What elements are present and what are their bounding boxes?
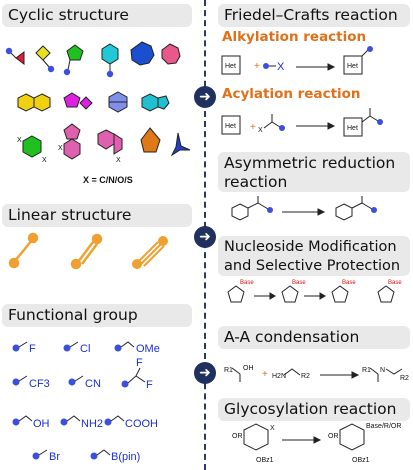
- het-label-4: Het: [347, 125, 358, 132]
- glyco-product-label: Base/R/OR: [366, 423, 401, 430]
- cyclohexyl-shape: [101, 43, 119, 78]
- base-label-1: Base: [240, 280, 254, 286]
- base-label-2: Base: [292, 280, 306, 286]
- asym-title-line1: Asymmetric reduction: [224, 154, 396, 172]
- bicyclopentyl-shape: [63, 92, 93, 110]
- alkylation-scheme: Het + X Het: [221, 46, 373, 75]
- trifurcate-shape: [170, 132, 191, 157]
- linear-alkyl-chain: [8, 232, 39, 269]
- hetero-cyclohexyl-green-shape: X X: [17, 135, 47, 164]
- cyclooctyl-shape: [161, 43, 181, 65]
- fg-cf3: CF3: [29, 378, 50, 390]
- functional-group-difluoro: F F: [121, 357, 153, 391]
- functional-group-bpin: B(pin): [90, 449, 140, 463]
- header-functional-group: Functional group: [2, 304, 192, 327]
- asymmetric-reduction-scheme: [231, 196, 377, 221]
- ro-label-1: OR: [232, 433, 243, 440]
- het-label-1: Het: [225, 63, 236, 70]
- nucleo-title-line1: Nucleoside Modification: [224, 239, 397, 255]
- fg-cooh: COOH: [125, 418, 158, 430]
- fg-f-top: F: [136, 357, 143, 369]
- svg-text:+: +: [254, 61, 260, 72]
- aa-condensation-scheme: R1 OH + H2N R2 R1 N R2: [224, 365, 409, 382]
- arrow-icon-condensation: ➜: [194, 362, 216, 384]
- label-acylation: Acylation reaction: [222, 86, 361, 102]
- base-label-4: Base: [388, 280, 402, 286]
- functional-group-cooh: COOH: [104, 415, 158, 430]
- header-glycosylation: Glycosylation reaction: [218, 398, 410, 421]
- svg-text:+: +: [262, 369, 268, 380]
- obz-label-2: OBz1: [352, 457, 370, 464]
- cyclic-legend: X = C/N/O/S: [83, 175, 133, 185]
- header-friedel-crafts: Friedel–Crafts reaction: [218, 4, 410, 27]
- x-glyco-label: X: [270, 425, 275, 432]
- het-label-3: Het: [225, 123, 236, 130]
- arrow-icon-asymmetric: ➜: [194, 226, 216, 248]
- n-label: N: [380, 367, 385, 374]
- functional-group-cn: CN: [68, 375, 101, 390]
- fg-ome: OMe: [136, 343, 160, 355]
- asym-title-line2: reaction: [224, 173, 288, 191]
- x-label-3: X: [58, 145, 63, 152]
- header-nucleoside: Nucleoside Modification and Selective Pr…: [218, 236, 410, 276]
- hetero-fused-pink-shape: X: [58, 123, 81, 160]
- functional-group-cf3: CF3: [12, 375, 50, 390]
- fg-oh: OH: [33, 418, 50, 430]
- x-acyl-label: X: [258, 127, 263, 134]
- functional-group-f: F: [12, 341, 36, 355]
- glycosylation-scheme: OR X OBz1 OR Base/R/OR OBz1: [232, 423, 401, 464]
- header-aa-condensation: A-A condensation: [218, 326, 410, 349]
- fg-nh2: NH2: [81, 418, 103, 430]
- fg-br: Br: [49, 451, 60, 463]
- indane-shape: [141, 93, 170, 112]
- fg-bpin: B(pin): [111, 451, 140, 463]
- base-label-3: Base: [342, 280, 356, 286]
- fg-f: F: [29, 343, 36, 355]
- het-label-2: Het: [347, 63, 358, 70]
- fg-f-right: F: [146, 379, 153, 391]
- cycloheptyl-shape: [130, 41, 155, 66]
- functional-group-br: Br: [32, 449, 60, 463]
- x-label-2: X: [42, 157, 47, 164]
- r2-label-2: R2: [400, 375, 409, 382]
- functional-group-cl: Cl: [63, 341, 90, 355]
- ro-label-2: OR: [328, 433, 339, 440]
- functional-group-ome: OMe: [114, 341, 160, 355]
- r1-label-2: R1: [362, 367, 371, 374]
- functional-group-nh2: NH2: [60, 415, 103, 430]
- oh-label: OH: [243, 365, 254, 372]
- hetero-bicyclic-pink-shape: X: [97, 129, 123, 164]
- x-label-1: X: [17, 137, 22, 144]
- linear-alkene-chain: [70, 233, 103, 270]
- bridged-bicycle-shape: [108, 91, 128, 113]
- svg-text:+: +: [250, 122, 256, 133]
- cyclobutyl-shape: [35, 45, 55, 73]
- header-asymmetric-reduction: Asymmetric reduction reaction: [218, 152, 410, 192]
- nucleoside-scheme: Base Base Base Base: [227, 280, 402, 303]
- fg-cn: CN: [85, 378, 101, 390]
- obz-label-1: OBz1: [256, 457, 274, 464]
- r2-label-1: R2: [301, 373, 310, 380]
- nucleo-title-line2: and Selective Protection: [224, 258, 401, 274]
- functional-group-oh: OH: [12, 415, 50, 430]
- label-alkylation: Alkylation reaction: [222, 29, 367, 45]
- x-label-4: X: [116, 157, 121, 164]
- header-cyclic-structure: Cyclic structure: [2, 4, 192, 27]
- linear-alkyne-chain: [132, 236, 168, 269]
- r1-label-1: R1: [224, 367, 233, 374]
- acylation-scheme: Het + X Het: [221, 108, 383, 137]
- naphthalene-shape: [17, 93, 51, 112]
- header-linear-structure: Linear structure: [2, 204, 192, 227]
- x-alkyl-label: X: [277, 61, 285, 73]
- norbornyl-shape: [140, 127, 161, 153]
- fg-cl: Cl: [80, 343, 90, 355]
- cyclopropyl-shape: [5, 47, 25, 65]
- cyclopentyl-shape: [63, 44, 84, 76]
- arrow-icon-friedel: ➜: [194, 86, 216, 108]
- h2n-label: H2N: [272, 373, 286, 380]
